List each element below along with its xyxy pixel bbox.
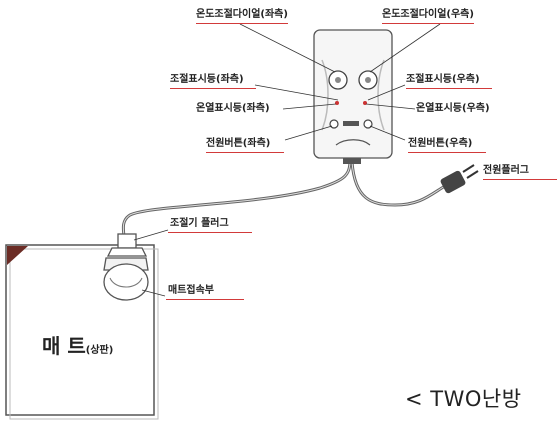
power-plug-shape [440, 164, 479, 194]
label-power-plug: 전원플러그 [483, 165, 529, 176]
underline-power-left [206, 152, 284, 153]
label-heat-left: 온열표시등(좌측) [196, 103, 270, 114]
underline-adj-left [170, 88, 256, 89]
underline-adj-right [406, 88, 492, 89]
label-adj-right: 조절표시등(우측) [406, 74, 480, 85]
label-dial-left: 온도조절다이얼(좌측) [196, 9, 288, 20]
label-power-left: 전원버튼(좌측) [206, 138, 271, 149]
label-adj-left: 조절표시등(좌측) [170, 74, 244, 85]
underline-mat-connector [166, 299, 244, 300]
mat-corner-mark [7, 246, 28, 265]
underline-power-right [408, 152, 486, 153]
label-power-right: 전원버튼(우측) [408, 138, 473, 149]
underline-power-plug [483, 179, 557, 180]
mat-title: 매 트(상판) [42, 330, 113, 359]
underline-dial-left [196, 23, 288, 24]
controller-plug-shape [106, 233, 148, 257]
underline-dial-right [382, 23, 474, 24]
power-button-left-shape [329, 119, 339, 129]
mat-title-sub: (상판) [85, 345, 114, 356]
mat-connector-shape [103, 257, 149, 301]
caption-text: < TWO난방 [405, 387, 522, 411]
label-mat-connector: 매트접속부 [168, 285, 214, 296]
mat-title-main: 매 트 [42, 334, 86, 358]
label-dial-right: 온도조절다이얼(우측) [382, 9, 474, 20]
power-button-right-shape [363, 119, 373, 129]
controller-cable [121, 159, 352, 237]
label-heat-right: 온열표시등(우측) [416, 103, 490, 114]
label-controller-plug: 조절기 플러그 [170, 218, 229, 229]
underline-controller-plug [168, 232, 252, 233]
power-cable [350, 161, 446, 207]
controller-box [313, 29, 393, 164]
